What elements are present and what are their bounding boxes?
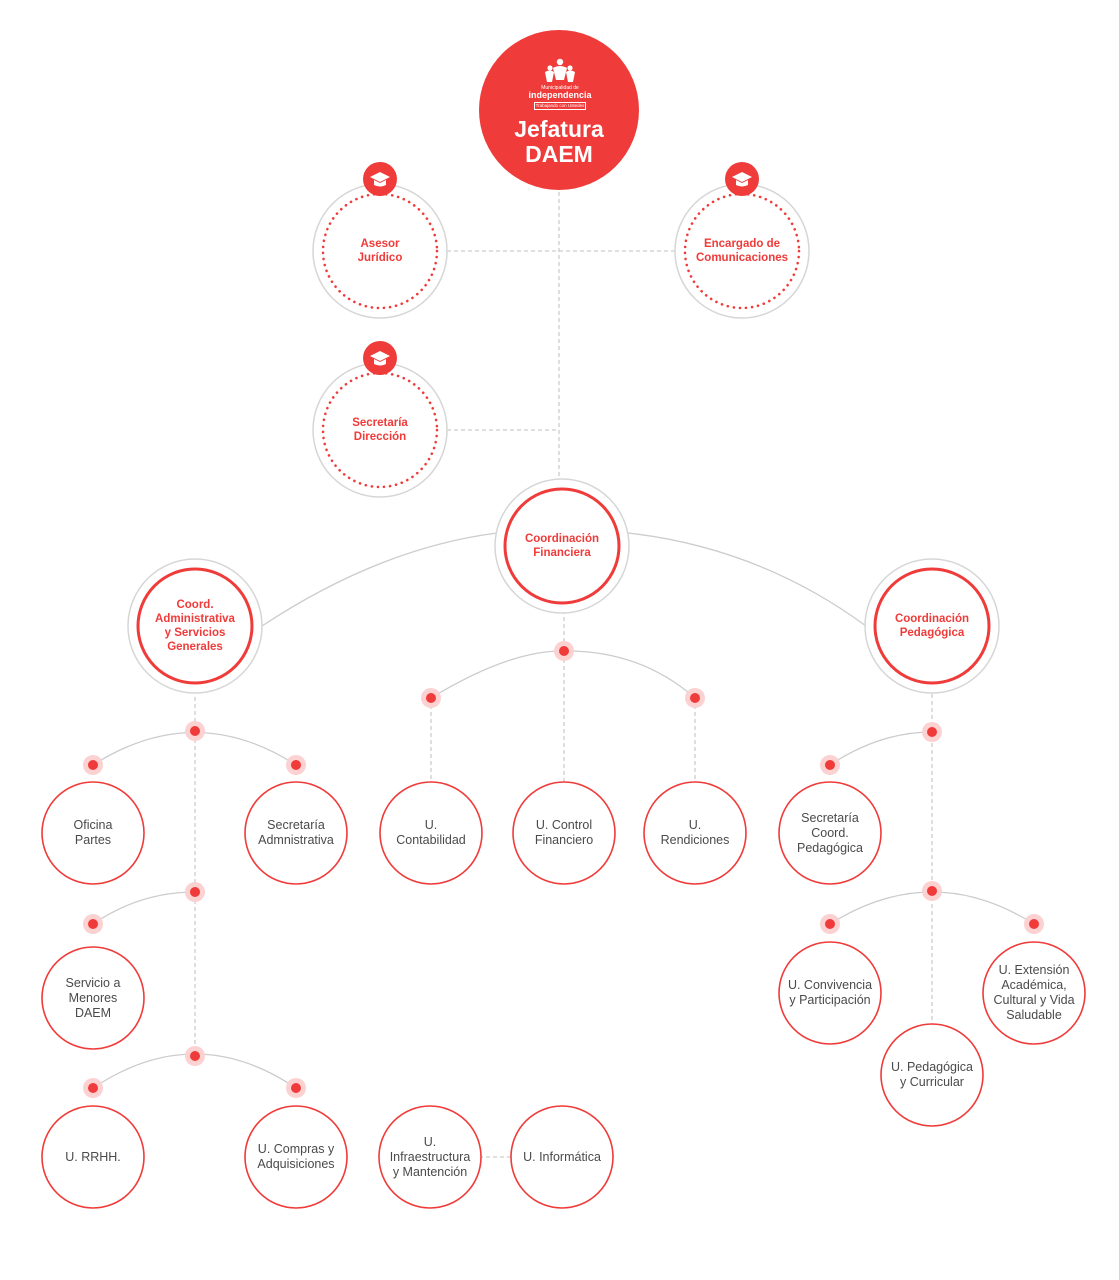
encargado-comunicaciones-outer-ring xyxy=(674,183,810,319)
coordinacion-pedagogica-circle xyxy=(873,567,991,685)
u-infraestructura-circle xyxy=(378,1105,482,1209)
servicio-menores-circle xyxy=(41,946,145,1050)
oficina-partes-circle xyxy=(41,781,145,885)
head-circle xyxy=(479,30,639,190)
logo: Municipalidad de independencia Trabajand… xyxy=(520,58,600,112)
u-compras-circle xyxy=(244,1105,348,1209)
secretaria-administrativa-circle xyxy=(244,781,348,885)
u-contabilidad-circle xyxy=(379,781,483,885)
u-informatica-circle xyxy=(510,1105,614,1209)
u-extension-circle xyxy=(982,941,1086,1045)
graduation-cap-icon-top xyxy=(370,351,390,361)
u-rendiciones-circle xyxy=(643,781,747,885)
ped-arc-1 xyxy=(829,731,933,766)
logo-figures-icon xyxy=(545,58,575,82)
junction-dot xyxy=(825,760,835,770)
junction-dot xyxy=(291,1083,301,1093)
junction-dot xyxy=(88,760,98,770)
junction-dot xyxy=(190,887,200,897)
nodes xyxy=(41,30,1086,1209)
junction-dot xyxy=(88,919,98,929)
graduation-cap-icon-top xyxy=(370,172,390,182)
logo-tagline: Trabajando con Ustedes xyxy=(534,102,586,110)
secretaria-direccion-outer-ring xyxy=(312,362,448,498)
coord-right-arc xyxy=(627,532,867,627)
graduation-cap-icon-top xyxy=(732,172,752,182)
secretaria-pedagogica-circle xyxy=(778,781,882,885)
junction-dot xyxy=(559,646,569,656)
u-control-financiero-circle xyxy=(512,781,616,885)
admin-arc-2 xyxy=(92,891,196,925)
graduation-cap-icon-base xyxy=(374,180,386,187)
coord-left-arc xyxy=(261,532,498,627)
junction-dot xyxy=(190,726,200,736)
junction-dot xyxy=(426,693,436,703)
coordinacion-financiera-circle xyxy=(503,487,621,605)
logo-brand-text: independencia xyxy=(528,90,592,100)
junction-dots xyxy=(83,641,1044,1098)
junction-dot xyxy=(690,693,700,703)
u-rrhh-circle xyxy=(41,1105,145,1209)
junction-dot xyxy=(1029,919,1039,929)
junction-dot xyxy=(190,1051,200,1061)
asesor-juridico-outer-ring xyxy=(312,183,448,319)
graduation-cap-icon-base xyxy=(374,359,386,366)
logo-small-text: Municipalidad de xyxy=(541,85,579,91)
junction-dot xyxy=(291,760,301,770)
icons xyxy=(363,162,759,375)
coordinacion-administrativa-circle xyxy=(136,567,254,685)
u-convivencia-circle xyxy=(778,941,882,1045)
junction-dot xyxy=(88,1083,98,1093)
junction-dot xyxy=(825,919,835,929)
graduation-cap-icon-base xyxy=(736,180,748,187)
junction-dot xyxy=(927,727,937,737)
junction-dot xyxy=(927,886,937,896)
u-pedagogica-curricular-circle xyxy=(880,1023,984,1127)
